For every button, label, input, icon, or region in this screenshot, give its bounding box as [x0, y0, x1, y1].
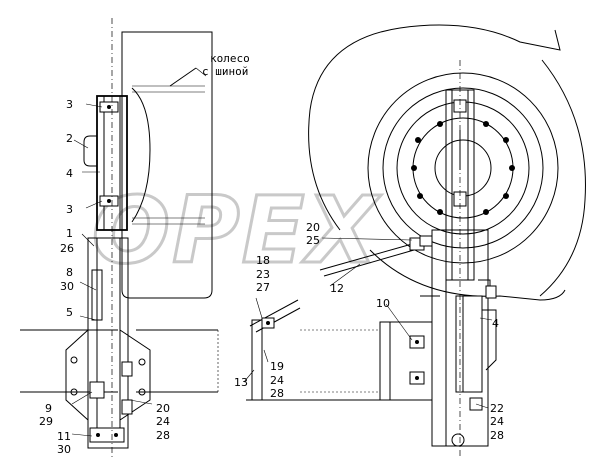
callout-24a: 24 [156, 415, 170, 428]
frame-rail-left [20, 329, 219, 393]
callout-9: 9 [45, 402, 52, 415]
center-lines [111, 18, 461, 458]
callout-3b: 3 [66, 203, 73, 216]
callout-labels: 3 2 4 3 1 26 8 30 5 9 29 11 30 20 24 28 … [39, 98, 504, 456]
callout-24c: 24 [490, 415, 504, 428]
callout-3a: 3 [66, 98, 73, 111]
leader-lines [71, 67, 493, 437]
wheel-tyre-front-view [308, 24, 586, 301]
callout-24b: 24 [270, 374, 284, 387]
callout-19: 19 [270, 360, 284, 373]
watermark-text: OPEX [92, 177, 381, 284]
callout-27: 27 [256, 281, 270, 294]
callout-5: 5 [66, 306, 73, 319]
callout-30b: 30 [57, 443, 71, 456]
callout-18: 18 [256, 254, 270, 267]
callout-12: 12 [330, 282, 344, 295]
callout-26: 26 [60, 242, 74, 255]
callout-29: 29 [39, 415, 53, 428]
callout-25: 25 [306, 234, 320, 247]
callout-20a: 20 [156, 402, 170, 415]
wheel-tyre-side-view [121, 31, 213, 299]
callout-22: 22 [490, 402, 504, 415]
callout-10: 10 [376, 297, 390, 310]
callout-11: 11 [57, 430, 71, 443]
callout-28b: 28 [270, 387, 284, 400]
callout-8: 8 [66, 266, 73, 279]
callout-30a: 30 [60, 280, 74, 293]
callout-4b: 4 [492, 317, 499, 330]
callout-2: 2 [66, 132, 73, 145]
callout-13: 13 [234, 376, 248, 389]
callout-1: 1 [66, 227, 73, 240]
callout-23: 23 [256, 268, 270, 281]
mudguard-bracket-right [420, 89, 497, 447]
callout-28c: 28 [490, 429, 504, 442]
bracket-detail-middle [246, 299, 433, 401]
mudguard-bracket-left [65, 95, 151, 449]
callout-20b: 20 [306, 221, 320, 234]
callout-4a: 4 [66, 167, 73, 180]
callout-28a: 28 [156, 429, 170, 442]
caption-line-2: с шиной [202, 65, 248, 78]
mudflap-rod [319, 235, 433, 277]
caption-line-1: колесо [210, 52, 250, 65]
